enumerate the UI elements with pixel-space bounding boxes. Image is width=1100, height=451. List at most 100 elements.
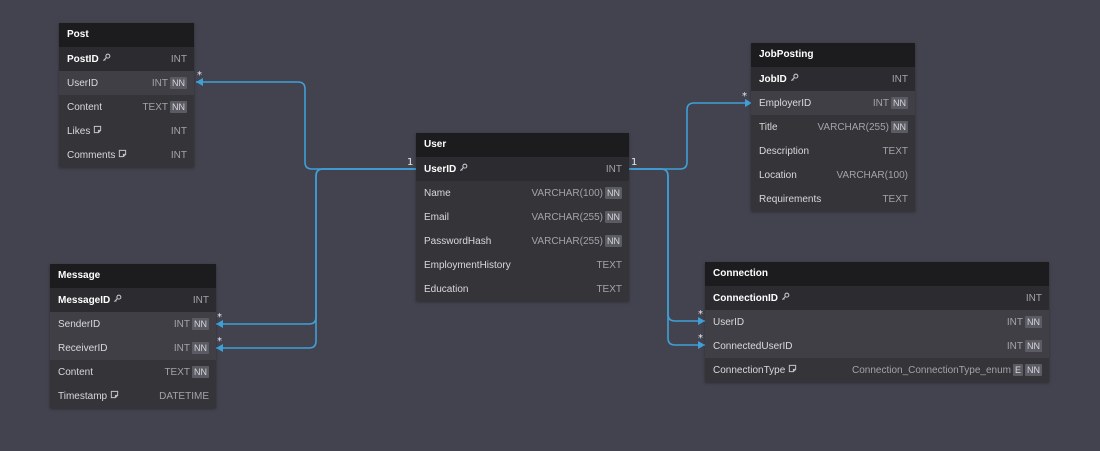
column-row[interactable]: MessageID INT (50, 288, 216, 312)
column-type: INT (192, 294, 209, 306)
column-type: TEXT (882, 145, 908, 157)
not-null-badge: NN (170, 77, 187, 89)
column-type: TEXT (882, 193, 908, 205)
table-header-post[interactable]: Post (59, 23, 194, 47)
column-name: EmployerID (759, 97, 812, 109)
not-null-badge: NN (605, 211, 622, 223)
cardinality-many-connection-connected: * (698, 333, 703, 344)
cardinality-many-sender: * (217, 312, 222, 323)
column-type: TEXT (164, 366, 190, 378)
column-row[interactable]: Comments INT (59, 143, 194, 167)
column-name: Location (759, 169, 797, 181)
key-icon (790, 73, 799, 85)
column-name: MessageID (58, 294, 111, 306)
column-row[interactable]: Description TEXT (751, 139, 915, 163)
column-row[interactable]: Title VARCHAR(255)NN (751, 115, 915, 139)
relation-connection-userid-user (629, 168, 705, 322)
column-type: INT (1006, 340, 1023, 352)
column-name: ConnectedUserID (713, 340, 793, 352)
column-type: INT (170, 53, 187, 65)
note-icon (788, 364, 797, 376)
column-name: Description (759, 145, 810, 157)
column-name: Email (424, 211, 450, 223)
column-name: ConnectionType (713, 364, 786, 376)
relation-post-user (196, 81, 417, 170)
note-icon (118, 149, 127, 161)
table-header-jobposting[interactable]: JobPosting (751, 43, 915, 67)
relation-jobposting-user (629, 102, 752, 170)
key-icon (459, 163, 468, 175)
column-name: ConnectionID (713, 292, 778, 304)
column-row[interactable]: ConnectionID INT (705, 286, 1049, 310)
column-row[interactable]: PostID INT (59, 47, 194, 71)
column-row[interactable]: Timestamp DATETIME (50, 384, 216, 408)
column-name: Comments (67, 149, 116, 161)
note-icon (93, 125, 102, 137)
cardinality-many-employer: * (742, 91, 747, 102)
column-type: VARCHAR(100) (531, 187, 604, 199)
column-name: Requirements (759, 193, 822, 205)
column-type: INT (891, 73, 908, 85)
column-type: VARCHAR(255) (531, 211, 604, 223)
key-icon (781, 292, 790, 304)
enum-badge: E (1012, 364, 1023, 376)
table-header-user[interactable]: User (416, 133, 629, 157)
not-null-badge: NN (891, 121, 908, 133)
column-type: Connection_ConnectionType_enum (851, 364, 1011, 376)
cardinality-many-receiver: * (217, 336, 222, 347)
column-row[interactable]: JobID INT (751, 67, 915, 91)
column-name: Title (759, 121, 778, 133)
not-null-badge: NN (1025, 316, 1042, 328)
relation-connection-connected-user (629, 168, 705, 346)
column-row[interactable]: Email VARCHAR(255)NN (416, 205, 629, 229)
cardinality-one-user-left: 1 (407, 157, 414, 168)
column-type: INT (151, 77, 168, 89)
column-name: SenderID (58, 318, 101, 330)
column-name: PostID (67, 53, 99, 65)
not-null-badge: NN (192, 342, 209, 354)
column-type: VARCHAR(255) (817, 121, 890, 133)
relation-message-sender-user (216, 168, 417, 325)
column-name: ReceiverID (58, 342, 108, 354)
column-row[interactable]: ConnectionType Connection_ConnectionType_… (705, 358, 1049, 382)
column-name: UserID (67, 77, 99, 89)
column-name: Content (67, 101, 103, 113)
column-type: INT (1006, 316, 1023, 328)
column-type: INT (170, 149, 187, 161)
table-header-message[interactable]: Message (50, 264, 216, 288)
column-name: Likes (67, 125, 91, 137)
column-name: Timestamp (58, 390, 108, 402)
column-type: INT (1025, 292, 1042, 304)
column-row[interactable]: Requirements TEXT (751, 187, 915, 211)
table-header-connection[interactable]: Connection (705, 262, 1049, 286)
column-name: JobID (759, 73, 787, 85)
key-icon (113, 294, 122, 306)
column-type: TEXT (596, 259, 622, 271)
column-type: DATETIME (159, 390, 209, 402)
column-type: TEXT (142, 101, 168, 113)
not-null-badge: NN (192, 318, 209, 330)
cardinality-many-connection-userid: * (698, 309, 703, 320)
cardinality-many-post: * (197, 70, 202, 81)
column-name: Name (424, 187, 451, 199)
